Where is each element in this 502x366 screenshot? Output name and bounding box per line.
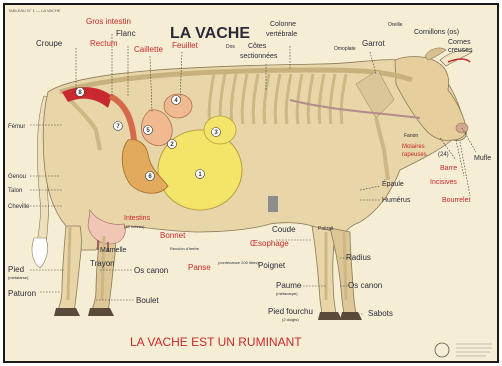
label-mamelle: Mamelle [100,247,127,254]
label-feuillet: Feuillet [172,41,199,50]
label-reculon: Reculon d'herbe [170,246,200,251]
label-femur: Fémur [8,124,25,130]
label-paume-sub: (métacarpe) [276,291,298,296]
label-fanon: Fanon [404,133,418,139]
label-molaires: Molaires [402,144,425,150]
label-colonne-2: vertébrale [266,31,297,38]
label-flanc: Flanc [116,29,136,38]
label-pied-fourchu: Pied fourchu [268,307,313,316]
label-radius: Radius [346,253,371,262]
label-cornes-2: creuses [448,47,473,54]
label-omoplate: Omoplate [334,46,356,52]
label-cotes: Côtes [248,43,267,50]
hoof-hind-right [54,308,80,316]
hoof-hind-left [88,308,114,316]
label-colonne: Colonne [270,21,296,28]
label-panse: Panse [188,263,211,272]
label-intestins: Intestins [124,215,151,222]
label-bonnet: Bonnet [160,231,186,240]
label-dos: Dos [226,44,235,50]
label-paturon: Paturon [8,289,36,298]
label-pied-fourchu-sub: (2 doigts) [282,317,299,322]
esophagus-marker [268,196,278,212]
plate-header: TABLEAU N° 1 — LA VACHE [8,8,61,13]
label-pied: Pied [8,265,24,274]
label-gros-intestin: Gros intestin [86,17,131,26]
label-oesophage: Œsophage [250,239,289,248]
label-molaires-2: rapeuses [402,152,427,158]
label-croupe: Croupe [36,39,63,48]
label-sabots: Sabots [368,309,393,318]
label-panse-sub: (contenance 200 litres) [218,260,259,265]
label-mufle: Mufle [474,155,491,162]
label-poignet: Poignet [258,261,286,270]
label-os-canon-2: Os canon [348,281,382,290]
label-bourrelet: Bourrelet [442,197,470,204]
label-talon: Talon [8,188,22,194]
label-paume: Paume [276,281,302,290]
label-trayon: Trayon [90,259,115,268]
label-humerus: Humérus [382,197,411,204]
label-incisives: Incisives [430,179,457,186]
label-os-canon: Os canon [134,266,168,275]
muzzle [456,123,468,133]
label-genou: Genou [8,174,26,180]
label-garrot: Garrot [362,39,385,48]
footer-caption: LA VACHE EST UN RUMINANT [130,335,302,349]
label-caillette: Caillette [134,45,163,54]
label-cornes: Cornes [448,39,471,46]
label-molaires-count: (24) [438,152,449,158]
label-poitrail: Poitrail [318,226,333,232]
label-boulet: Boulet [136,296,159,305]
label-barre: Barre [440,165,457,172]
label-epaule: Épaule [382,179,404,188]
label-cheville: Cheville [8,204,30,210]
hoof-front-right [318,312,342,320]
label-rectum: Rectum [90,39,118,48]
page-title: LA VACHE [170,25,250,42]
label-pied-sub: (métatarse) [8,275,29,280]
label-coude: Coude [272,225,296,234]
label-cornillons: Cornillons (os) [414,29,459,36]
label-intestins-sub: (40 mètres) [124,224,145,229]
label-oreille: Oreille [388,22,403,28]
label-cotes-2: sectionnées [240,53,278,60]
